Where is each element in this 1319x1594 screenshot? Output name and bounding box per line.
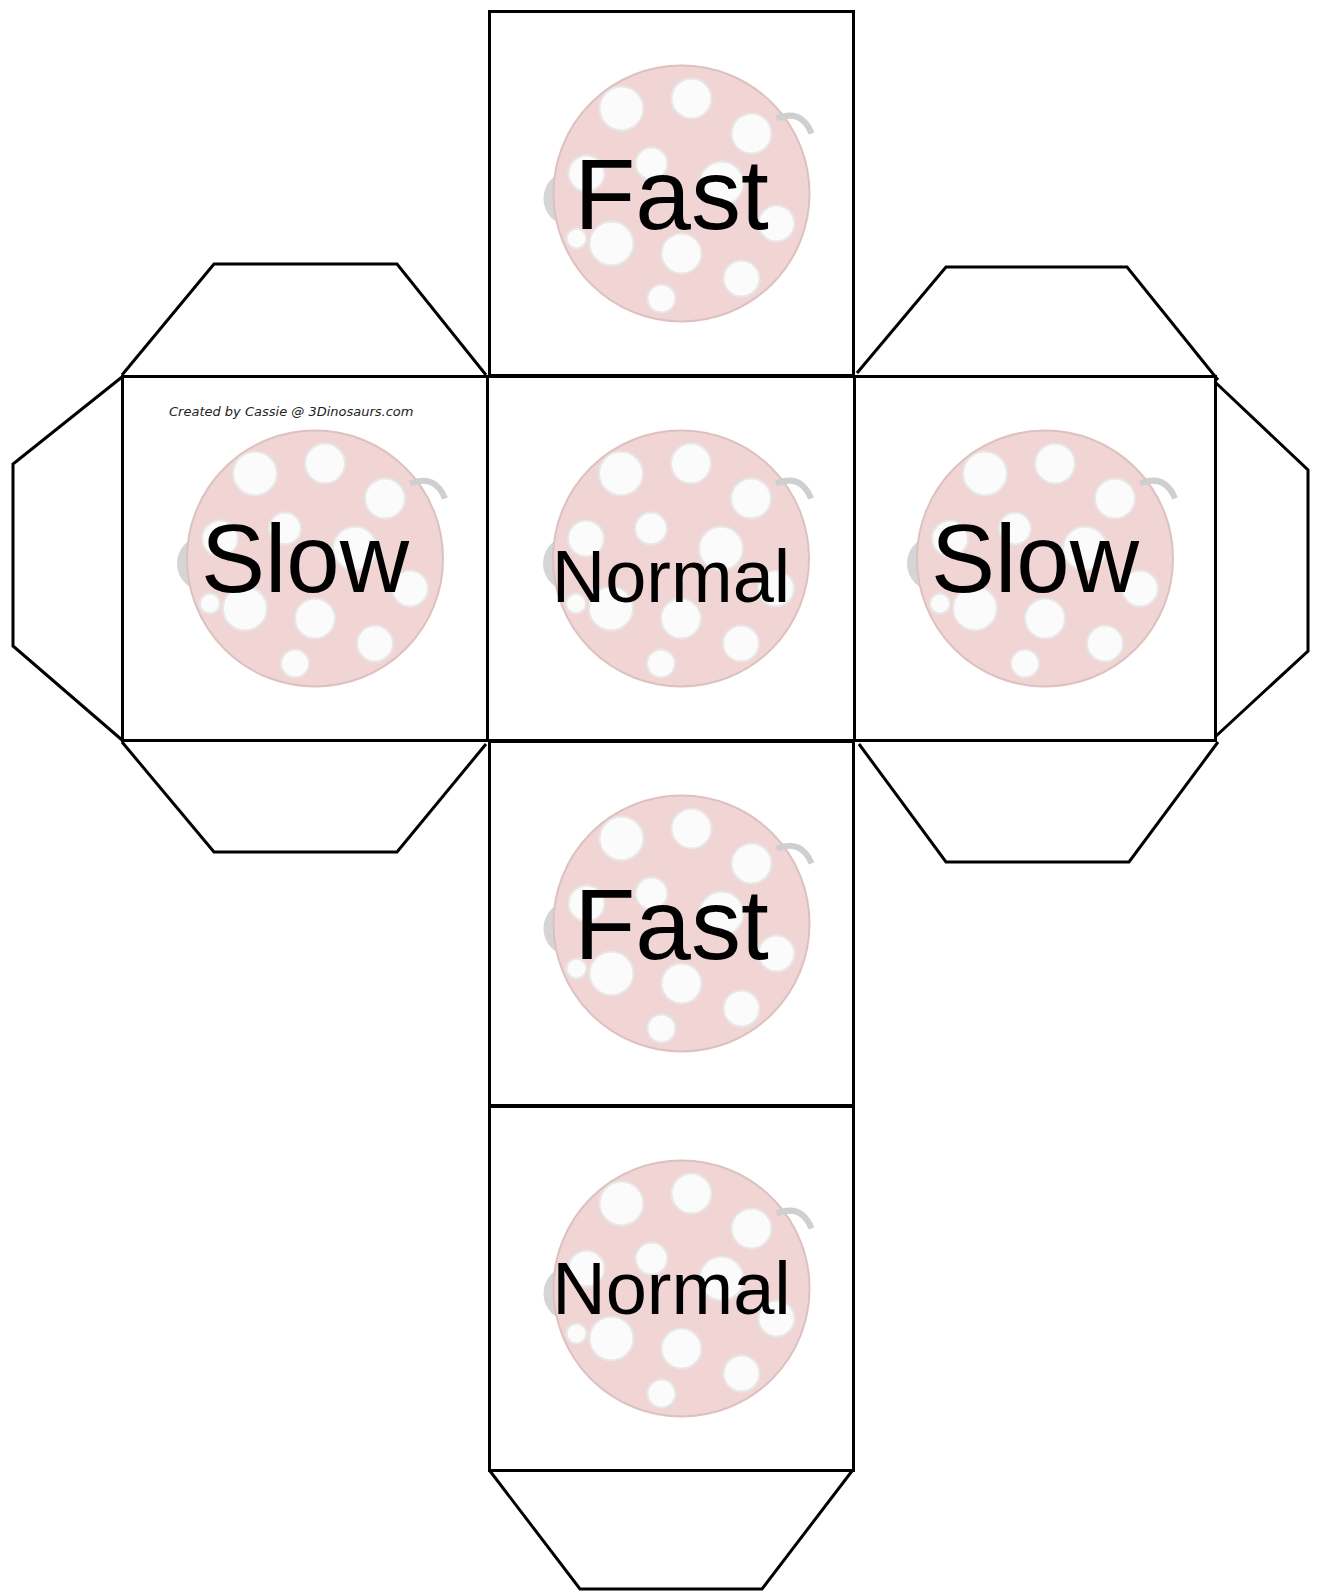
ladybug-spot: [724, 991, 760, 1027]
die-face: Fast: [488, 10, 855, 377]
ladybug-spot: [600, 1182, 644, 1226]
ladybug: [544, 66, 812, 322]
ladybug-spot: [567, 1324, 587, 1344]
face-word: Slow: [931, 511, 1139, 607]
glue-tab: [122, 742, 486, 852]
ladybug: [544, 1161, 812, 1417]
ladybug-body: [187, 431, 443, 687]
ladybug-spot: [305, 444, 345, 484]
face-word: Normal: [552, 1252, 790, 1326]
glue-tab: [122, 264, 486, 375]
ladybug-spot: [672, 79, 712, 119]
ladybug-spot: [724, 1356, 760, 1392]
ladybug-body: [554, 66, 810, 322]
ladybug-spot: [1035, 444, 1075, 484]
ladybug-spot: [672, 1174, 712, 1214]
glue-tab: [490, 1471, 852, 1589]
ladybug-spot: [600, 817, 644, 861]
ladybug-spot: [357, 626, 393, 662]
glue-tab: [859, 742, 1218, 862]
face-word: Fast: [574, 144, 768, 244]
die-face: Normal: [486, 375, 856, 742]
ladybug-spot: [732, 1209, 772, 1249]
die-face: Slow: [853, 375, 1217, 742]
die-face: Normal: [488, 1105, 855, 1472]
ladybug-spot: [648, 1015, 676, 1043]
ladybug: [543, 431, 811, 687]
ladybug-antenna: [777, 846, 812, 864]
die-face: Fast: [488, 740, 855, 1107]
ladybug-spot: [723, 626, 759, 662]
glue-tabs: [13, 264, 1308, 1589]
ladybug: [177, 431, 445, 687]
glue-tab: [13, 377, 122, 740]
ladybug-antenna: [1140, 481, 1175, 499]
ladybug-spot: [648, 285, 676, 313]
ladybug-antenna: [777, 1211, 812, 1229]
ladybug-spot: [724, 261, 760, 297]
ladybug-spot: [731, 479, 771, 519]
ladybug-spot: [600, 87, 644, 131]
ladybug-antenna: [776, 481, 811, 499]
ladybug-spot: [963, 452, 1007, 496]
ladybug-spot: [1011, 650, 1039, 678]
face-word: Slow: [201, 511, 409, 607]
ladybug-antenna: [410, 481, 445, 499]
ladybug-spot: [281, 650, 309, 678]
die-face: Slow: [121, 375, 489, 742]
glue-tab: [857, 267, 1218, 380]
ladybug-spot: [599, 452, 643, 496]
ladybug-antenna: [777, 116, 812, 134]
credit-note: Created by Cassie @ 3Dinosaurs.com: [169, 404, 414, 419]
ladybug-spot: [648, 1380, 676, 1408]
ladybug-spot: [233, 452, 277, 496]
ladybug-spot: [671, 444, 711, 484]
ladybug-body: [917, 431, 1173, 687]
ladybug: [544, 796, 812, 1052]
ladybug-spot: [672, 809, 712, 849]
ladybug-spot: [1087, 626, 1123, 662]
face-word: Normal: [552, 540, 790, 614]
glue-tab: [1215, 382, 1308, 737]
ladybug: [907, 431, 1175, 687]
face-word: Fast: [574, 874, 768, 974]
ladybug-spot: [662, 1329, 702, 1369]
ladybug-spot: [647, 650, 675, 678]
ladybug-body: [554, 796, 810, 1052]
